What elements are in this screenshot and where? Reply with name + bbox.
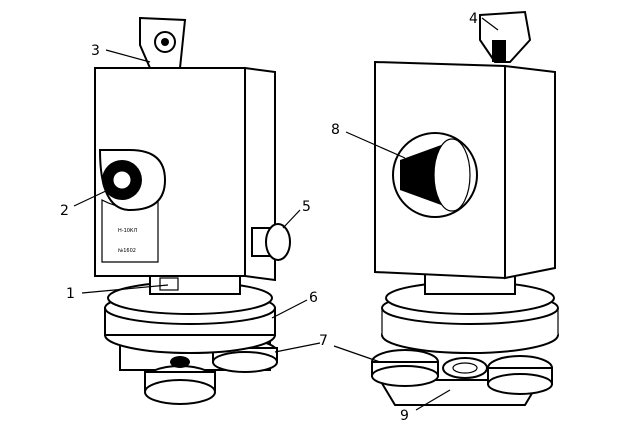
label-6: 6 [309, 290, 318, 306]
focusing-knob [251, 223, 291, 261]
label-9: 9 [400, 408, 409, 424]
label-1: 1 [66, 286, 75, 302]
label-7: 7 [319, 333, 328, 349]
callouts: 1 2 3 4 5 6 7 8 9 [60, 11, 499, 424]
serial-marking: №1602 [118, 248, 136, 254]
bubble-mirror-right [479, 10, 532, 63]
model-marking: Н-10КЛ [118, 228, 137, 234]
label-2: 2 [60, 203, 69, 219]
label-3: 3 [91, 43, 100, 59]
left-instrument-front-view: Н-10КЛ №1602 [94, 16, 291, 405]
leveling-base-left [104, 271, 276, 354]
instrument-body-left: Н-10КЛ №1602 [94, 66, 276, 291]
instrument-body-right [374, 60, 556, 280]
foot-screws-right [371, 349, 553, 406]
label-5: 5 [302, 199, 311, 215]
right-instrument-rear-view [371, 10, 559, 406]
label-4: 4 [469, 11, 478, 27]
bubble-mirror-left [139, 16, 187, 69]
leveling-base-right [381, 267, 559, 354]
label-8: 8 [331, 122, 340, 138]
